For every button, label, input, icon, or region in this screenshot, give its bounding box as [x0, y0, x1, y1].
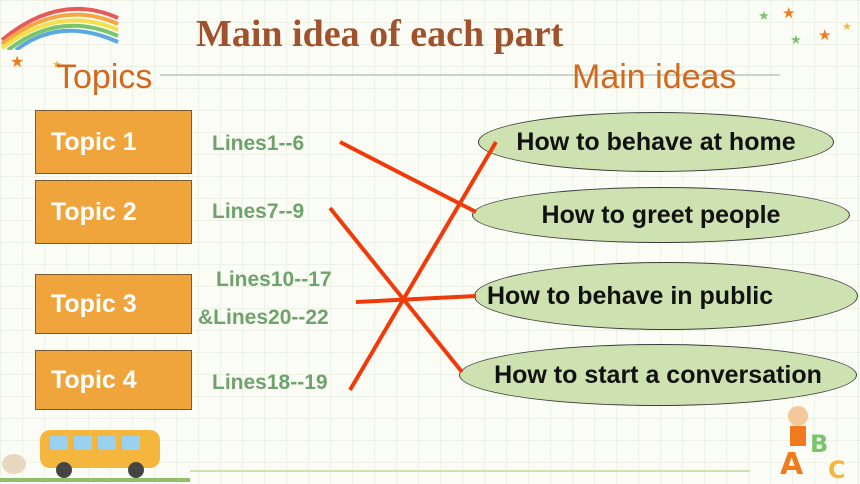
connector-topic4-to-home[interactable] — [348, 140, 498, 392]
topic-2-lines: Lines7--9 — [212, 200, 305, 223]
topics-header: Topics — [56, 58, 153, 96]
rainbow-icon — [0, 6, 119, 50]
abc-kids-icon: A B C — [780, 406, 846, 484]
star-icon: ★ — [10, 54, 25, 71]
connector-topic2-to-conversation[interactable] — [328, 206, 464, 374]
star-icon: ★ — [782, 5, 796, 22]
connector-topic1-to-greet[interactable] — [339, 140, 477, 214]
star-icon: ★ — [818, 27, 832, 44]
star-icon: ★ — [758, 8, 770, 23]
star-icon: ★ — [842, 21, 852, 33]
main-idea-3[interactable]: How to behave in public — [474, 262, 858, 330]
main-ideas-header: Main ideas — [572, 58, 737, 96]
svg-text:B: B — [810, 430, 828, 458]
topic-1-box[interactable]: Topic 1 — [35, 110, 192, 174]
star-icon: ★ — [790, 32, 802, 47]
star-icon: ★ — [52, 59, 62, 71]
topic-3-lines: Lines10--17 — [216, 268, 332, 291]
main-idea-1[interactable]: How to behave at home — [478, 112, 834, 172]
page-title: Main idea of each part — [196, 13, 564, 55]
topic-3-box[interactable]: Topic 3 — [35, 274, 192, 334]
ground-line — [190, 470, 750, 472]
connector-topic3-to-public[interactable] — [355, 294, 477, 304]
header-divider — [160, 74, 780, 76]
main-idea-4[interactable]: How to start a conversation — [459, 344, 857, 406]
main-idea-2[interactable]: How to greet people — [472, 187, 850, 243]
svg-text:A: A — [780, 447, 804, 482]
topic-4-box[interactable]: Topic 4 — [35, 350, 192, 410]
topic-4-lines: Lines18--19 — [212, 371, 328, 394]
school-bus-icon — [0, 430, 190, 482]
svg-text:C: C — [828, 456, 846, 484]
topic-2-box[interactable]: Topic 2 — [35, 180, 192, 244]
topic-1-lines: Lines1--6 — [212, 132, 305, 155]
topic-3-lines-extra: &Lines20--22 — [198, 306, 329, 329]
